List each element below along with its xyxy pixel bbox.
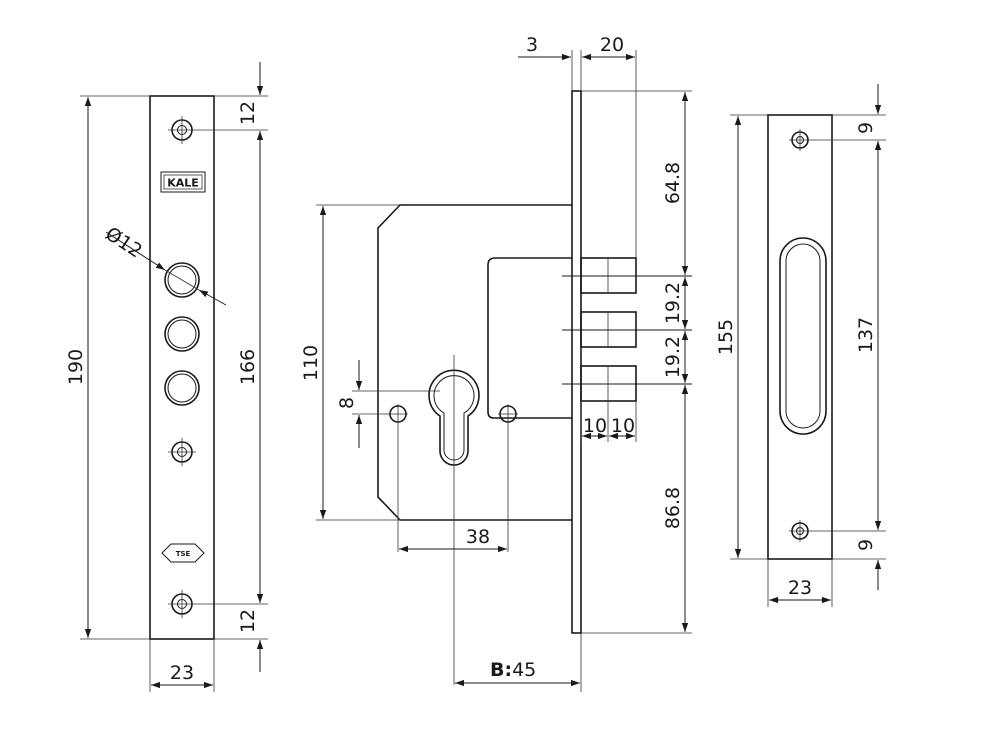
faceplate-screw-top bbox=[168, 116, 196, 144]
dim-bottom-to-bolt-label: 86.8 bbox=[662, 487, 684, 529]
dim-spindle-distance-label: 38 bbox=[466, 526, 490, 548]
cylinder-keyhole bbox=[428, 355, 480, 685]
dim-cylinder-offset-label: 8 bbox=[336, 397, 358, 409]
faceplate-bolt-hole-2 bbox=[164, 316, 200, 352]
strike-plate-outline bbox=[767, 114, 833, 560]
hole-diameter-label: Ø12 bbox=[101, 223, 146, 263]
dim-top-to-bolt-label: 64.8 bbox=[662, 162, 684, 204]
svg-text:TSE: TSE bbox=[176, 550, 191, 558]
dim-strike-bottom-offset-label: 9 bbox=[855, 539, 877, 551]
dim-body-height bbox=[316, 204, 400, 521]
dim-strike-height-label: 155 bbox=[715, 319, 737, 355]
dim-plate-thickness-label: 3 bbox=[526, 34, 538, 56]
faceplate-screw-bottom bbox=[168, 590, 196, 618]
dim-body-height-label: 110 bbox=[300, 345, 322, 381]
strike-plate-view: 155 137 9 9 23 bbox=[715, 84, 886, 607]
dim-strike-width bbox=[767, 559, 833, 607]
dim-strike-span-label: 137 bbox=[855, 317, 877, 353]
dim-faceplate-height-label: 190 bbox=[65, 349, 87, 385]
dim-faceplate-bottom-offset bbox=[214, 638, 268, 672]
dim-bolt-throw bbox=[582, 50, 637, 258]
strike-bolt-slot bbox=[779, 237, 827, 435]
svg-text:KALE: KALE bbox=[167, 177, 199, 190]
dim-strike-top-offset-label: 9 bbox=[855, 122, 877, 134]
dim-bolt-throw-label: 20 bbox=[600, 34, 624, 56]
tse-mark: TSE bbox=[161, 543, 205, 563]
dim-faceplate-inner-label: 166 bbox=[237, 349, 259, 385]
dim-strike-width-label: 23 bbox=[788, 577, 812, 599]
spindle-hole-right bbox=[498, 404, 518, 552]
deadbolt-3 bbox=[562, 365, 692, 402]
lock-case bbox=[377, 204, 572, 521]
faceplate-view: KALE TSE Ø12 190 166 bbox=[65, 62, 268, 692]
strike-screw-bottom bbox=[789, 520, 811, 542]
front-plate bbox=[571, 90, 582, 634]
dim-bolt-pitch-1-label: 19.2 bbox=[662, 282, 684, 324]
dim-vertical-chain bbox=[581, 90, 692, 634]
inner-cover bbox=[487, 257, 572, 419]
dim-faceplate-top-offset-label: 12 bbox=[237, 101, 259, 125]
faceplate-bolt-hole-1 bbox=[164, 262, 200, 298]
kale-logo: KALE bbox=[160, 171, 206, 193]
dim-faceplate-width-label: 23 bbox=[170, 662, 194, 684]
hole-diameter-leader bbox=[105, 231, 227, 306]
dim-bolt-width-2-label: 10 bbox=[611, 415, 635, 437]
dim-faceplate-inner bbox=[196, 129, 268, 605]
dim-bolt-widths bbox=[580, 401, 637, 442]
deadbolt-1 bbox=[562, 257, 692, 294]
dim-plate-thickness bbox=[518, 50, 582, 91]
dim-bolt-pitch-2-label: 19.2 bbox=[662, 336, 684, 378]
dim-faceplate-height bbox=[80, 95, 150, 640]
strike-screw-top bbox=[789, 129, 811, 151]
dim-cylinder-offset bbox=[352, 360, 440, 448]
dim-faceplate-width bbox=[149, 639, 215, 692]
dim-backset-label: B:45 bbox=[490, 659, 536, 681]
faceplate-outline bbox=[149, 95, 215, 640]
deadbolt-2 bbox=[562, 311, 692, 348]
dim-strike-span bbox=[811, 139, 886, 532]
dim-strike-bottom-offset bbox=[832, 558, 886, 590]
spindle-hole-left bbox=[388, 404, 408, 552]
faceplate-screw-middle bbox=[168, 438, 196, 466]
dim-backset bbox=[455, 633, 582, 692]
lock-body-view: 110 8 38 B:45 3 bbox=[300, 34, 692, 692]
dim-strike-height bbox=[730, 114, 768, 560]
dim-faceplate-top-offset bbox=[214, 62, 268, 97]
faceplate-bolt-hole-3 bbox=[164, 370, 200, 406]
dim-bolt-width-1-label: 10 bbox=[583, 415, 607, 437]
dim-faceplate-bottom-offset-label: 12 bbox=[237, 609, 259, 633]
dim-strike-top-offset bbox=[832, 84, 886, 116]
